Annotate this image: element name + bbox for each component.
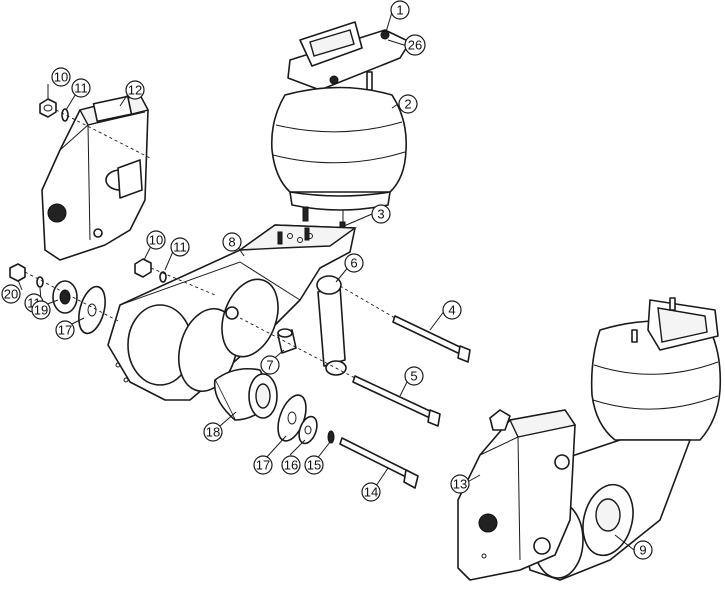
callout-4: 4 — [442, 300, 462, 320]
svg-text:11: 11 — [74, 81, 88, 96]
part-7-spacer-sleeve — [277, 328, 297, 354]
callout-19: 19 — [31, 300, 51, 320]
svg-text:20: 20 — [4, 287, 18, 302]
part-5-long-bolt — [239, 317, 441, 427]
svg-text:9: 9 — [639, 543, 646, 558]
svg-text:10: 10 — [54, 70, 68, 85]
part-10-nut-middle — [134, 258, 152, 278]
callout-9: 9 — [633, 540, 653, 560]
callout-17-left: 17 — [55, 320, 75, 340]
part-13-hanger-bracket-right — [457, 409, 577, 581]
part-11-washer-left — [36, 276, 44, 288]
callout-18: 18 — [203, 422, 223, 442]
part-10-nut-upper — [39, 98, 57, 118]
part-2-air-spring-upper — [270, 86, 408, 211]
svg-text:14: 14 — [364, 485, 378, 500]
callout-3: 3 — [371, 204, 391, 224]
svg-text:4: 4 — [448, 303, 455, 318]
svg-text:1: 1 — [396, 3, 403, 18]
part-18-bushing — [213, 367, 278, 421]
part-4-long-bolt — [339, 285, 471, 363]
svg-text:5: 5 — [410, 369, 417, 384]
part-16-washer — [298, 415, 318, 445]
svg-text:13: 13 — [453, 477, 467, 492]
part-8-trailing-arm — [107, 224, 358, 401]
callout-14: 14 — [361, 482, 381, 502]
callout-2: 2 — [398, 94, 418, 114]
callout-8: 8 — [222, 232, 242, 252]
callout-5: 5 — [404, 366, 424, 386]
callout-10-middle: 10 — [146, 230, 166, 250]
svg-text:15: 15 — [307, 458, 321, 473]
callout-7: 7 — [260, 355, 280, 375]
svg-text:26: 26 — [408, 38, 422, 53]
callout-16: 16 — [281, 455, 301, 475]
callout-15: 15 — [304, 455, 324, 475]
callout-17-right: 17 — [253, 455, 273, 475]
svg-text:10: 10 — [149, 233, 163, 248]
callout-13: 13 — [450, 474, 470, 494]
part-air-spring-right — [590, 297, 722, 441]
svg-text:3: 3 — [377, 207, 384, 222]
svg-text:19: 19 — [34, 303, 48, 318]
svg-text:18: 18 — [206, 425, 220, 440]
part-15-lock-washer — [327, 430, 335, 444]
part-17-thrust-washer-left — [78, 285, 106, 335]
svg-text:16: 16 — [284, 458, 298, 473]
callout-10-upper: 10 — [51, 67, 71, 87]
callout-11-middle: 11 — [170, 237, 190, 257]
callout-1: 1 — [390, 0, 410, 20]
callout-12: 12 — [125, 80, 145, 100]
callout-11-upper: 11 — [71, 78, 91, 98]
svg-text:17: 17 — [256, 458, 270, 473]
part-14-bolt — [339, 437, 419, 489]
part-11-washer-middle — [159, 271, 167, 283]
part-26-upper-mount-plate — [287, 21, 411, 107]
svg-text:8: 8 — [228, 235, 235, 250]
callout-20: 20 — [1, 284, 21, 304]
svg-text:11: 11 — [173, 240, 187, 255]
svg-text:6: 6 — [350, 256, 357, 271]
callout-6: 6 — [344, 253, 364, 273]
part-20-nut — [9, 263, 26, 282]
svg-text:17: 17 — [58, 323, 72, 338]
part-19-bushing-end — [52, 280, 78, 314]
svg-text:12: 12 — [128, 83, 142, 98]
callout-26: 26 — [404, 34, 426, 56]
svg-text:7: 7 — [266, 358, 273, 373]
part-12-hanger-bracket — [41, 94, 150, 261]
svg-text:2: 2 — [404, 97, 411, 112]
part-11-washer-upper — [61, 108, 69, 122]
